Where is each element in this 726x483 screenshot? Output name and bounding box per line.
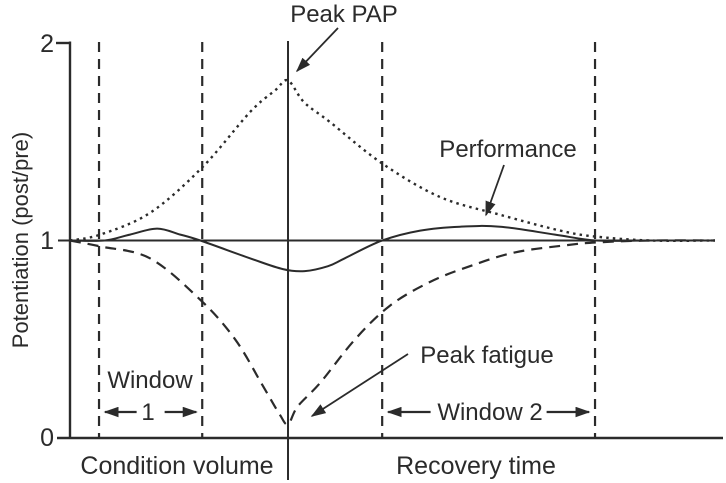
window2-label: Window 2	[437, 399, 543, 426]
performance-label: Performance	[439, 136, 577, 163]
y-tick-label-2: 2	[40, 30, 54, 58]
y-tick-label-1: 1	[40, 227, 54, 255]
peak-fatigue-arrow	[310, 353, 409, 417]
window1-number-label: 1	[141, 399, 155, 426]
peak-fatigue-label: Peak fatigue	[420, 342, 554, 369]
pap-curve	[69, 78, 716, 243]
window1-word-label: Window	[107, 367, 193, 394]
x-axis-left-label: Condition volume	[80, 452, 274, 480]
x-axis-right-label: Recovery time	[396, 452, 556, 480]
peak-pap-label: Peak PAP	[290, 1, 398, 28]
peak-pap-arrow	[295, 27, 339, 73]
performance-curve	[69, 224, 715, 273]
y-tick-label-0: 0	[40, 424, 54, 452]
fatigue-curve	[69, 239, 716, 426]
performance-arrow	[485, 164, 505, 217]
